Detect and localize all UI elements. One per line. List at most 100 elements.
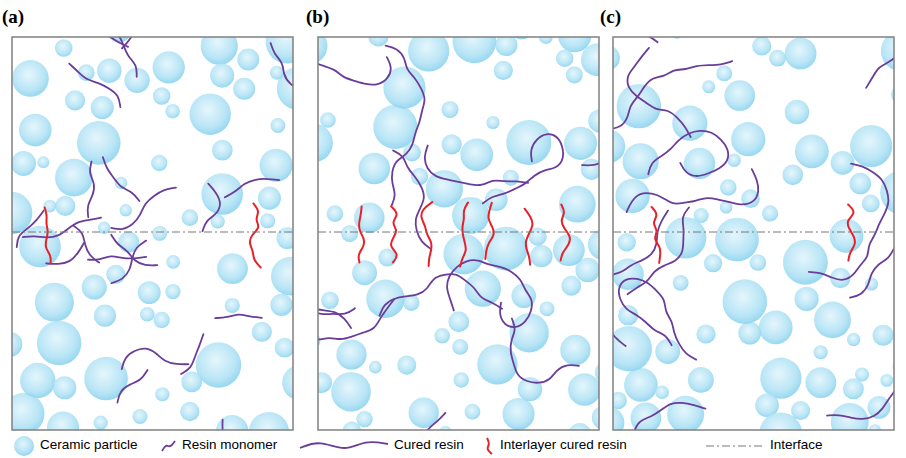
ceramic-particle — [327, 205, 344, 222]
ceramic-particle — [55, 39, 73, 57]
ceramic-particle — [865, 277, 878, 290]
ceramic-particle — [723, 279, 768, 324]
ceramic-particle — [270, 118, 285, 133]
ceramic-particle — [282, 365, 293, 400]
ceramic-particle — [12, 151, 36, 176]
cured-resin — [379, 274, 502, 316]
resin-monomer — [69, 64, 120, 108]
cured-resin — [318, 242, 355, 314]
ceramic-particle — [510, 313, 549, 352]
ceramic-particle — [769, 50, 786, 67]
ceramic-particle — [275, 338, 293, 358]
ceramic-particle — [518, 377, 542, 401]
cured-resin — [318, 307, 351, 376]
ceramic-particle — [318, 123, 333, 162]
ceramic-particle — [225, 298, 240, 313]
ceramic-particle — [320, 112, 336, 128]
interlayer-cured-resin — [561, 205, 570, 261]
ceramic-particle — [55, 159, 93, 197]
ceramic-particle — [556, 49, 573, 66]
ceramic-particle — [613, 407, 624, 430]
ceramic-particle — [453, 37, 497, 63]
ceramic-particle — [270, 66, 284, 80]
ceramic-particle — [318, 372, 332, 393]
ceramic-particle — [850, 173, 872, 195]
ceramic-particle — [568, 423, 591, 430]
ceramic-particle — [830, 219, 864, 253]
ceramic-particle — [752, 37, 771, 56]
interlayer-cured-resin — [45, 208, 51, 264]
ceramic-particle — [868, 396, 891, 419]
panel-ground — [12, 37, 293, 430]
ceramic-particle — [35, 283, 74, 322]
legend-text: Interlayer cured resin — [500, 437, 627, 452]
ceramic-particle — [120, 204, 132, 216]
ceramic-particle — [166, 255, 180, 269]
panel-illustration — [318, 37, 599, 430]
ceramic-particle — [655, 385, 669, 399]
ceramic-particle — [716, 65, 732, 81]
ceramic-particle — [506, 120, 551, 165]
interlayer-cured-resin — [391, 206, 397, 262]
ceramic-particle — [738, 322, 761, 345]
ceramic-particle — [210, 64, 234, 88]
resin-monomer — [69, 37, 128, 47]
ceramic-particle — [696, 324, 715, 343]
ceramic-particle — [97, 59, 121, 83]
interlayer-cured-resin — [848, 205, 855, 261]
ceramic-particle — [785, 100, 810, 125]
panel-label: (a) — [2, 6, 24, 28]
ceramic-particle — [165, 104, 180, 119]
panel-ground — [613, 37, 894, 430]
resin-monomer — [100, 37, 136, 77]
ceramic-particle — [233, 78, 255, 100]
ceramic-particle — [20, 363, 55, 398]
ceramic-particle — [140, 307, 155, 322]
legend-particle — [14, 436, 34, 456]
ceramic-particle — [154, 312, 170, 328]
ceramic-particle — [47, 412, 79, 430]
cured-resin — [511, 318, 579, 382]
ceramic-particle — [568, 373, 599, 406]
interface-line — [318, 232, 599, 233]
ceramic-particle — [561, 276, 581, 296]
ceramic-particle — [540, 301, 555, 316]
interlayer-cured-resin — [525, 209, 533, 265]
ceramic-particle — [91, 96, 114, 119]
ceramic-particle — [181, 371, 202, 392]
cured-resin — [425, 145, 528, 185]
resin-monomer — [111, 235, 157, 266]
ceramic-particle — [762, 205, 778, 221]
ceramic-particle — [37, 321, 82, 366]
ceramic-particle — [750, 254, 767, 271]
ceramic-particle — [53, 376, 76, 399]
ceramic-particle — [805, 367, 836, 398]
legend-cured — [300, 442, 388, 448]
ceramic-particle — [441, 101, 458, 118]
ceramic-particle — [465, 271, 501, 307]
ceramic-particle — [673, 275, 689, 291]
resin-monomer — [23, 218, 101, 238]
ceramic-particle — [336, 339, 366, 369]
ceramic-particle — [759, 311, 793, 345]
legend-text: Interface — [770, 437, 823, 452]
interlayer-cured-resin — [421, 202, 432, 266]
cured-resin — [613, 211, 668, 346]
ceramic-particle — [613, 46, 620, 71]
ceramic-particle — [271, 257, 293, 296]
ceramic-particle — [795, 287, 819, 311]
cured-resin — [613, 61, 732, 150]
panel-illustration — [12, 37, 293, 430]
ceramic-particle — [448, 311, 469, 332]
ceramic-particle — [465, 404, 481, 420]
ceramic-particle — [588, 229, 599, 260]
cured-resin — [393, 150, 431, 248]
ceramic-particle — [613, 326, 652, 371]
resin-monomer — [111, 241, 146, 284]
resin-monomer — [271, 43, 293, 90]
interface-line — [613, 232, 894, 233]
ceramic-particle — [12, 60, 49, 97]
interlayer-cured-resin — [460, 203, 468, 267]
ceramic-particle — [560, 335, 590, 365]
ceramic-particle — [442, 134, 462, 154]
